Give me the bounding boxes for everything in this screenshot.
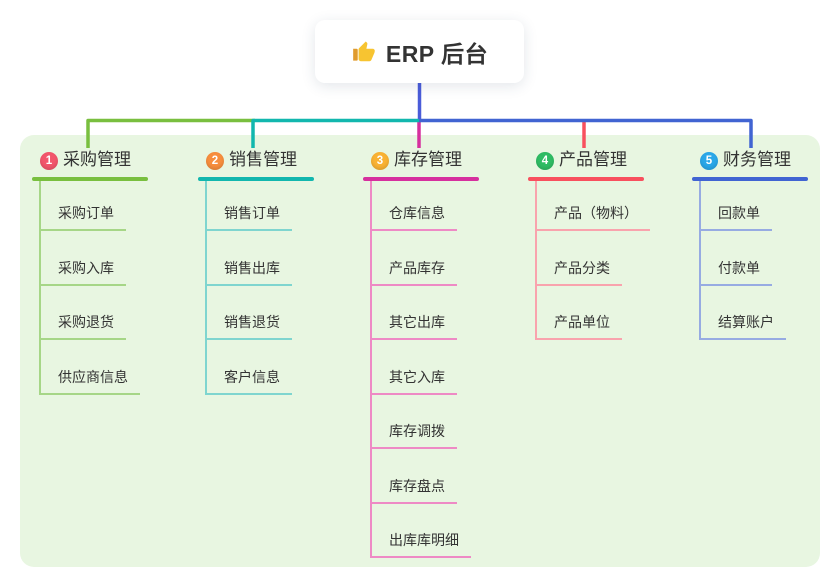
root-label: ERP 后台: [385, 40, 489, 67]
branch-5-title[interactable]: 财务管理: [723, 150, 791, 169]
branch-4-title[interactable]: 产品管理: [559, 150, 627, 169]
branch-5-vertical-line: [699, 180, 701, 340]
root-node[interactable]: ERP 后台: [315, 20, 524, 83]
branch-1-number-badge: 1: [40, 152, 58, 170]
branch-3-item-1[interactable]: 仓库信息: [371, 204, 457, 231]
branch-3-vertical-line: [370, 180, 372, 558]
branch-1-title[interactable]: 采购管理: [63, 150, 131, 169]
branch-3-title[interactable]: 库存管理: [394, 150, 462, 169]
branch-4-number-badge: 4: [536, 152, 554, 170]
branch-1-item-4[interactable]: 供应商信息: [40, 368, 140, 395]
branch-2-vertical-line: [205, 180, 207, 395]
branch-1-item-1[interactable]: 采购订单: [40, 204, 126, 231]
branch-3-item-2[interactable]: 产品库存: [371, 259, 457, 286]
branch-5-underline: [692, 177, 808, 181]
branch-2-title[interactable]: 销售管理: [229, 150, 297, 169]
branch-4-underline: [528, 177, 644, 181]
branch-2-item-3[interactable]: 销售退货: [206, 313, 292, 340]
branch-2-item-1[interactable]: 销售订单: [206, 204, 292, 231]
branch-3-item-4[interactable]: 其它入库: [371, 368, 457, 395]
branch-5-number-badge: 5: [700, 152, 718, 170]
branch-4-item-1[interactable]: 产品（物料）: [536, 204, 650, 231]
branch-5-item-3[interactable]: 结算账户: [700, 313, 786, 340]
branch-3-number-badge: 3: [371, 152, 389, 170]
branch-3-item-7[interactable]: 出库库明细: [371, 531, 471, 558]
branch-5-item-2[interactable]: 付款单: [700, 259, 772, 286]
branch-3-item-6[interactable]: 库存盘点: [371, 477, 457, 504]
branch-4-vertical-line: [535, 180, 537, 340]
branch-5-item-1[interactable]: 回款单: [700, 204, 772, 231]
branch-2-number-badge: 2: [206, 152, 224, 170]
branch-1-item-3[interactable]: 采购退货: [40, 313, 126, 340]
branch-2-underline: [198, 177, 314, 181]
branch-4-item-3[interactable]: 产品单位: [536, 313, 622, 340]
branch-3-item-5[interactable]: 库存调拨: [371, 422, 457, 449]
branch-2-item-2[interactable]: 销售出库: [206, 259, 292, 286]
branch-2-item-4[interactable]: 客户信息: [206, 368, 292, 395]
branch-3-item-3[interactable]: 其它出库: [371, 313, 457, 340]
branch-4-item-2[interactable]: 产品分类: [536, 259, 622, 286]
branch-1-vertical-line: [39, 180, 41, 395]
branch-3-underline: [363, 177, 479, 181]
branch-1-underline: [32, 177, 148, 181]
thumbs-up-icon: [351, 39, 377, 65]
branch-1-item-2[interactable]: 采购入库: [40, 259, 126, 286]
branches-panel: [20, 135, 820, 567]
